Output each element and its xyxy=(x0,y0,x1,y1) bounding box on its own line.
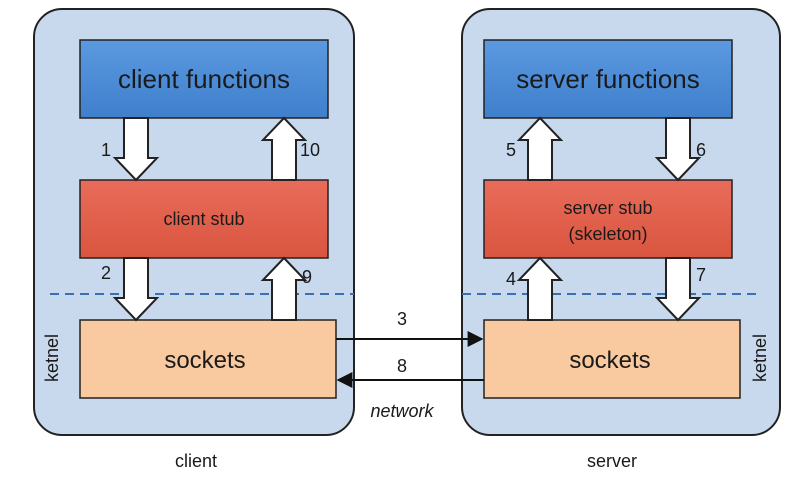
arrow-step-2 xyxy=(112,257,160,322)
client-caption: client xyxy=(175,451,217,471)
network-label: network xyxy=(370,401,434,421)
arrow-step-10 xyxy=(260,116,308,181)
client-stub-box xyxy=(79,179,329,259)
client-sockets-label: sockets xyxy=(164,347,245,374)
step-9-label: 9 xyxy=(302,267,312,287)
step-4-label: 4 xyxy=(506,269,516,289)
client-sockets-box xyxy=(79,319,337,399)
server-kernel-label: ketnel xyxy=(750,334,770,382)
arrow-step-4 xyxy=(516,256,564,321)
step-3-label: 3 xyxy=(397,309,407,329)
arrow-step-9 xyxy=(260,256,308,321)
arrow-step-5 xyxy=(516,116,564,181)
server-stub-box xyxy=(483,179,733,259)
server-caption: server xyxy=(587,451,637,471)
arrow-step-7 xyxy=(654,257,702,322)
client-functions-label: client functions xyxy=(118,64,290,94)
server-stub-label-line1: server stub xyxy=(563,198,652,218)
server-stub-label-line2: (skeleton) xyxy=(568,224,647,244)
client-functions-box xyxy=(79,39,329,119)
client-kernel-label: ketnel xyxy=(42,334,62,382)
server-functions-label: server functions xyxy=(516,64,700,94)
step-2-label: 2 xyxy=(101,263,111,283)
step-8-label: 8 xyxy=(397,356,407,376)
arrow-step-1 xyxy=(112,117,160,182)
arrow-step-6 xyxy=(654,117,702,182)
server-sockets-label: sockets xyxy=(569,347,650,374)
step-1-label: 1 xyxy=(101,140,111,160)
client-stub-label: client stub xyxy=(163,209,244,229)
step-10-label: 10 xyxy=(300,140,320,160)
step-7-label: 7 xyxy=(696,265,706,285)
step-6-label: 6 xyxy=(696,140,706,160)
step-5-label: 5 xyxy=(506,140,516,160)
server-sockets-box xyxy=(483,319,741,399)
server-functions-box xyxy=(483,39,733,119)
